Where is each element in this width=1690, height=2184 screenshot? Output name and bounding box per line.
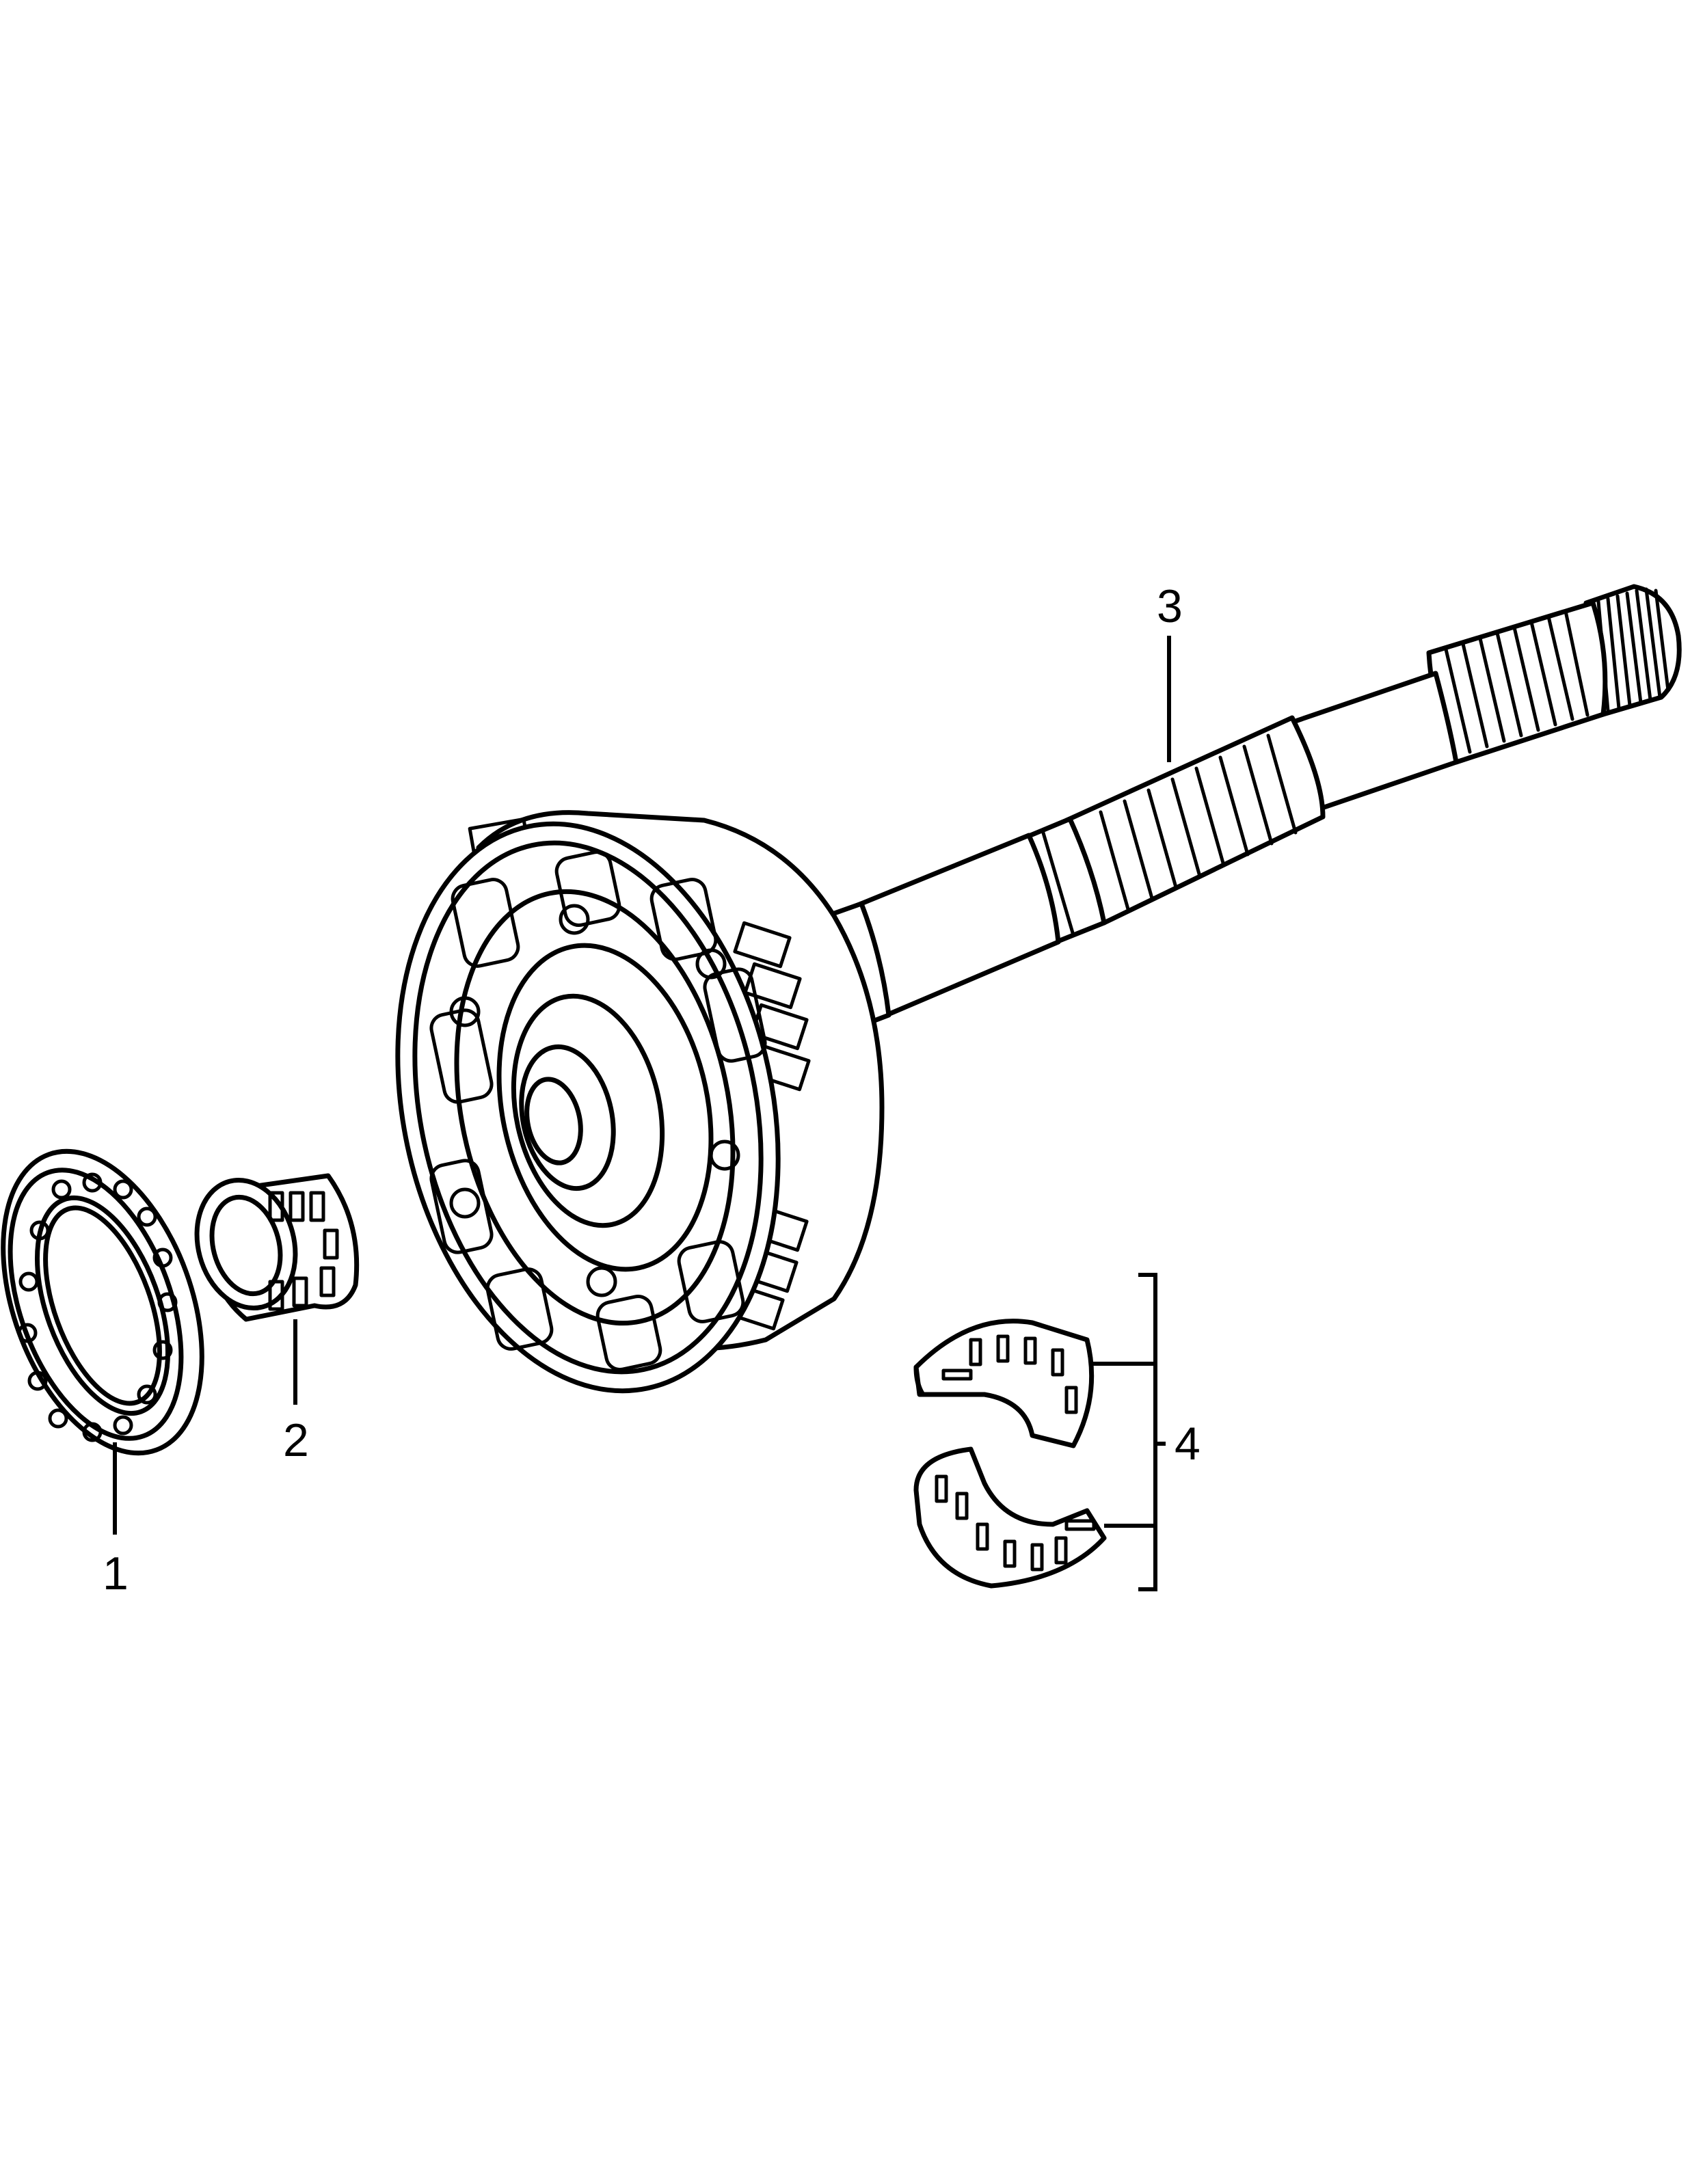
needle-cage-slots (268, 1191, 339, 1311)
bracket-4 (1138, 1273, 1157, 1591)
split-bearing-lower-half (913, 1446, 1107, 1589)
bearing-balls (17, 1172, 178, 1442)
part-3-shaft-assembly (395, 584, 1682, 1394)
drum-hub (496, 943, 714, 1272)
shaft-threaded-end (1583, 584, 1682, 717)
shaft-rear-spline (1426, 600, 1608, 765)
part-1-ball-bearing (1, 1148, 204, 1456)
shaft-main-spline (1064, 715, 1326, 926)
part-2-needle-cage (194, 1173, 360, 1322)
callout-4: 4 (1175, 1418, 1201, 1470)
split-bearing-upper-half (913, 1319, 1095, 1448)
callout-2: 2 (283, 1414, 309, 1466)
callout-3: 3 (1157, 580, 1183, 632)
part-4-split-needle-bearing (913, 1319, 1107, 1589)
callout-1: 1 (103, 1548, 129, 1600)
leader-lines (113, 636, 1171, 1591)
callout-labels: 1 2 3 4 (103, 580, 1201, 1600)
